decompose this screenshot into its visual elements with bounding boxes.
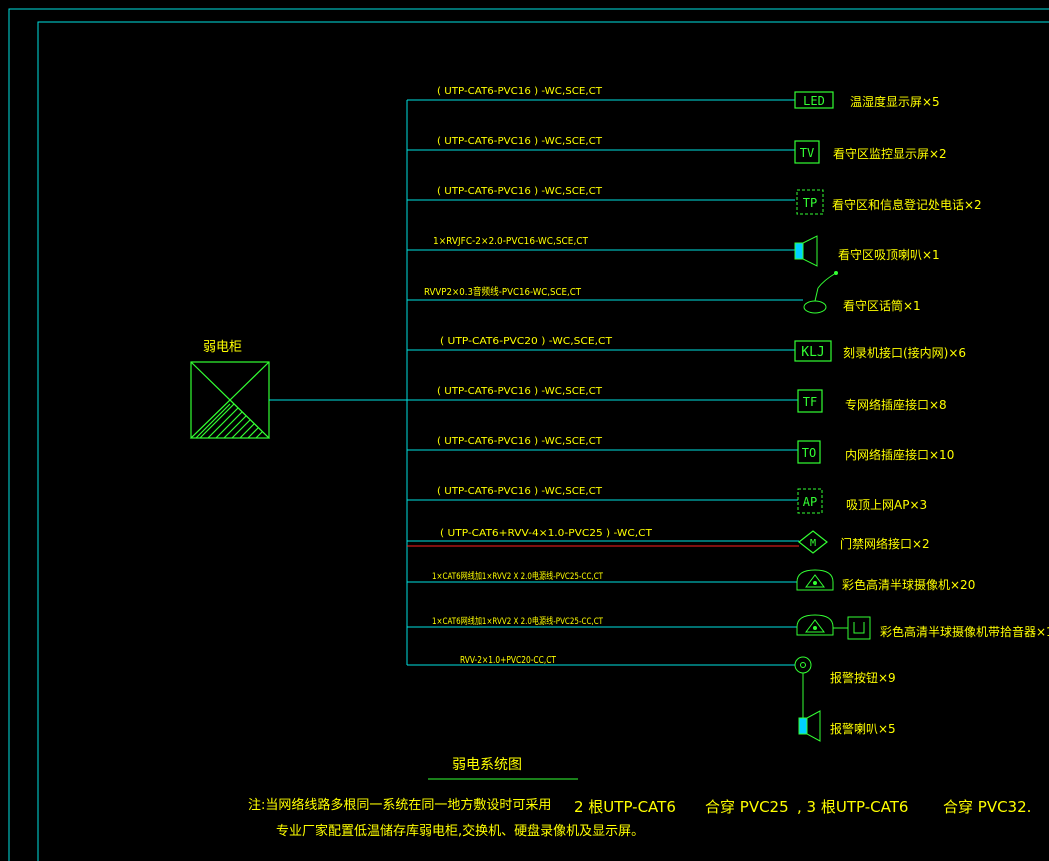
cable-spec: ( UTP-CAT6-PVC16 ) -WC,SCE,CT (437, 86, 603, 97)
alarm-button-icon (794, 656, 812, 674)
klj-symbol (794, 340, 832, 362)
cable-spec: ( UTP-CAT6-PVC16 ) -WC,SCE,CT (437, 386, 603, 397)
sound-pickup-icon (847, 616, 871, 640)
device-label: 专网络插座接口×8 (845, 397, 947, 412)
branch-door-access: ( UTP-CAT6+RVV-4×1.0-PVC25 ) -WC,CT M 门禁… (407, 528, 930, 554)
device-label: 看守区和信息登记处电话×2 (832, 197, 982, 212)
symbol-label: TF (803, 395, 817, 409)
branch-dome-camera-with-pickup: 1×CAT6网线加1×RVV2 X 2.0电源线-PVC25-CC,CT 彩色高… (407, 614, 1049, 640)
tv-symbol (794, 140, 820, 164)
outer-frame (8, 8, 1049, 861)
tf-symbol (797, 389, 823, 413)
symbol-label: AP (803, 495, 817, 509)
door-access-symbol (798, 530, 828, 554)
cable-spec: ( UTP-CAT6-PVC16 ) -WC,SCE,CT (437, 186, 603, 197)
cable-spec: ( UTP-CAT6-PVC16 ) -WC,SCE,CT (437, 486, 603, 497)
device-label: 吸顶上网AP×3 (846, 498, 927, 512)
speaker-icon (794, 235, 818, 267)
diagram-title: 弱电系统图 (452, 757, 522, 773)
ap-symbol (797, 488, 823, 514)
cable-spec: ( UTP-CAT6-PVC16 ) -WC,SCE,CT (437, 436, 603, 447)
branch-internal-network-socket: ( UTP-CAT6-PVC16 ) -WC,SCE,CT TO 内网络插座接口… (407, 436, 954, 464)
branch-telephone: ( UTP-CAT6-PVC16 ) -WC,SCE,CT TP 看守区和信息登… (407, 186, 982, 215)
branch-alarm: RVV-2×1.0+PVC20-CC,CT 报警按钮×9 报警喇叭×5 (407, 655, 896, 742)
note-line2: 专业厂家配置低温储存库弱电柜,交换机、硬盘录像机及显示屏。 (276, 823, 644, 839)
cabinet-label: 弱电柜 (203, 340, 242, 355)
alarm-horn-icon (798, 710, 821, 742)
branch-wireless-ap: ( UTP-CAT6-PVC16 ) -WC,SCE,CT AP 吸顶上网AP×… (407, 486, 927, 514)
branch-recorder-port: ( UTP-CAT6-PVC20 ) -WC,SCE,CT KLJ 刻录机接口(… (407, 336, 966, 362)
device-label: 看守区吸顶喇叭×1 (838, 247, 940, 262)
dome-camera-icon (796, 614, 834, 636)
note-line1-b: 合穿 PVC25 (705, 798, 789, 816)
device-label: 看守区监控显示屏×2 (833, 147, 947, 161)
device-label: 彩色高清半球摄像机带拾音器×12 (880, 624, 1049, 639)
note-line1-d: 合穿 PVC32. (943, 798, 1031, 816)
device-label: 内网络插座接口×10 (845, 447, 954, 462)
note-line1-c: , 3 根UTP-CAT6 (797, 798, 908, 816)
device-label: 彩色高清半球摄像机×20 (842, 577, 975, 592)
branch-monitor-display: ( UTP-CAT6-PVC16 ) -WC,SCE,CT TV 看守区监控显示… (407, 136, 947, 164)
cable-spec: RVVP2×0.3音频线-PVC16-WC,SCE,CT (424, 285, 582, 298)
branch-dome-camera: 1×CAT6网线加1×RVV2 X 2.0电源线-PVC25-CC,CT 彩色高… (407, 569, 975, 592)
branch-ceiling-speaker: 1×RVJFC-2×2.0-PVC16-WC,SCE,CT 看守区吸顶喇叭×1 (407, 235, 940, 267)
inner-frame (37, 21, 1049, 861)
symbol-label: TP (803, 196, 817, 210)
device-label: 门禁网络接口×2 (840, 536, 930, 551)
cable-spec: 1×CAT6网线加1×RVV2 X 2.0电源线-PVC25-CC,CT (432, 615, 603, 627)
cable-spec: 1×RVJFC-2×2.0-PVC16-WC,SCE,CT (433, 236, 589, 247)
branch-microphone: RVVP2×0.3音频线-PVC16-WC,SCE,CT 看守区话筒×1 (407, 271, 921, 314)
dome-camera-icon (796, 569, 834, 591)
cable-spec: ( UTP-CAT6-PVC16 ) -WC,SCE,CT (437, 136, 603, 147)
cable-spec: ( UTP-CAT6-PVC20 ) -WC,SCE,CT (440, 336, 613, 347)
to-symbol (797, 440, 821, 464)
note-line1-prefix: 注:当网络线路多根同一系统在同一地方敷设时可采用 (248, 797, 551, 813)
notes: 注:当网络线路多根同一系统在同一地方敷设时可采用 2 根UTP-CAT6 合穿 … (248, 797, 1031, 839)
branch-led-display: ( UTP-CAT6-PVC16 ) -WC,SCE,CT LED 温湿度显示屏… (407, 86, 940, 109)
cabinet-icon (189, 361, 271, 439)
device-label: 刻录机接口(接内网)×6 (843, 345, 966, 360)
cable-spec: 1×CAT6网线加1×RVV2 X 2.0电源线-PVC25-CC,CT (432, 570, 603, 582)
symbol-label: M (810, 538, 816, 549)
symbol-label: TO (802, 446, 816, 460)
device-label: 看守区话筒×1 (843, 298, 921, 313)
device-label: 温湿度显示屏×5 (850, 94, 940, 109)
branch-private-network-socket: ( UTP-CAT6-PVC16 ) -WC,SCE,CT TF 专网络插座接口… (407, 386, 947, 413)
symbol-label: LED (803, 94, 825, 108)
note-line1-a: 2 根UTP-CAT6 (574, 798, 676, 816)
symbol-label: KLJ (801, 345, 824, 360)
microphone-icon (803, 271, 838, 314)
led-symbol (794, 91, 834, 109)
symbol-label: TV (800, 146, 814, 160)
cable-spec: RVV-2×1.0+PVC20-CC,CT (460, 655, 557, 666)
cable-spec: ( UTP-CAT6+RVV-4×1.0-PVC25 ) -WC,CT (440, 528, 653, 539)
telephone-symbol (796, 189, 824, 215)
alarm-horn-label: 报警喇叭×5 (830, 721, 896, 736)
device-label: 报警按钮×9 (830, 670, 896, 685)
